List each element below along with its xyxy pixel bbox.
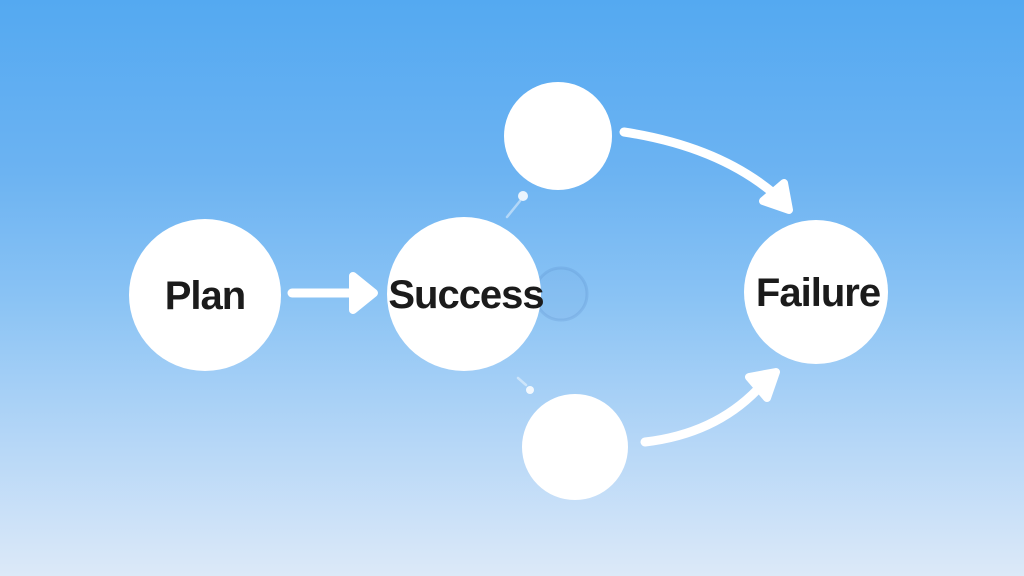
node-circle — [129, 219, 281, 371]
arrow-head-icon — [349, 272, 378, 314]
node-label: Failure — [756, 271, 880, 315]
node-label: Plan — [165, 274, 245, 318]
node-top-unlabeled — [504, 82, 612, 190]
node-label: Success — [388, 273, 543, 317]
comet-tail — [505, 199, 522, 219]
arrow-shaft — [640, 385, 762, 447]
arrow-shaft — [619, 127, 777, 197]
arrow-head-icon — [759, 179, 793, 214]
comet-tail — [516, 376, 528, 387]
node-circle — [522, 394, 628, 500]
node-failure: Failure — [744, 220, 888, 364]
edge-top-to-failure — [619, 127, 793, 214]
node-success: Success — [387, 217, 545, 371]
node-circle — [744, 220, 888, 364]
comet-speck-upper — [505, 191, 528, 219]
comet-dot — [526, 386, 534, 394]
edge-plan-to-success — [287, 272, 378, 314]
arrow-head-icon — [745, 368, 780, 402]
edge-bottom-to-failure — [640, 368, 780, 447]
node-circle — [387, 217, 541, 371]
comet-dot — [518, 191, 528, 201]
node-circle — [504, 82, 612, 190]
node-bottom-unlabeled — [522, 394, 628, 500]
node-plan: Plan — [129, 219, 281, 371]
comet-speck-lower — [516, 376, 534, 394]
